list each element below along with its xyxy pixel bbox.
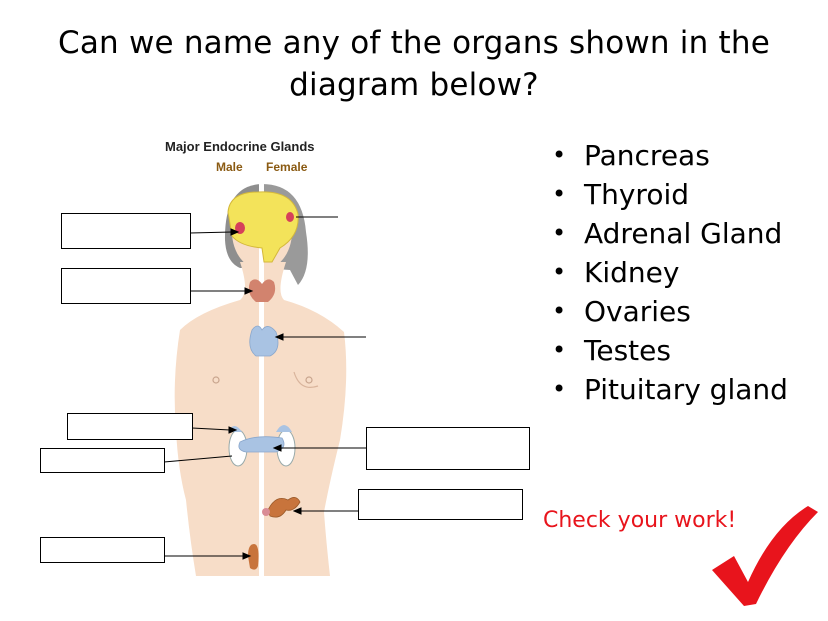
testes-shape <box>248 544 259 570</box>
thymus-shape <box>249 325 279 357</box>
organ-name: Kidney <box>584 256 680 289</box>
organ-name: Testes <box>584 334 671 367</box>
list-item: • Adrenal Gland <box>548 214 788 253</box>
midline-divider <box>259 182 264 582</box>
female-label: Female <box>266 160 308 174</box>
bullet-icon: • <box>552 219 567 247</box>
bullet-icon: • <box>552 180 567 208</box>
answer-box-6[interactable] <box>358 489 523 520</box>
answer-box-5[interactable] <box>366 427 530 470</box>
brain-shape <box>227 191 299 263</box>
answer-box-3[interactable] <box>67 413 193 440</box>
title-line-2: diagram below? <box>289 67 539 103</box>
list-item: • Pituitary gland <box>548 370 788 409</box>
bullet-icon: • <box>552 141 567 169</box>
list-item: • Testes <box>548 331 788 370</box>
bullet-icon: • <box>552 375 567 403</box>
organ-name: Pituitary gland <box>584 373 788 406</box>
checkmark-icon <box>712 506 818 606</box>
organ-name: Thyroid <box>584 178 689 211</box>
list-item: • Thyroid <box>548 175 788 214</box>
bullet-icon: • <box>552 297 567 325</box>
organ-name: Ovaries <box>584 295 691 328</box>
page-title: Can we name any of the organs shown in t… <box>0 22 828 106</box>
organ-name: Pancreas <box>584 139 710 172</box>
male-label: Male <box>216 160 243 174</box>
bullet-icon: • <box>552 336 567 364</box>
check-your-work-text: Check your work! <box>543 508 737 533</box>
answer-box-4[interactable] <box>40 448 165 473</box>
pineal-shape <box>286 212 294 222</box>
answer-box-2[interactable] <box>61 268 191 304</box>
pituitary-gland-shape <box>235 222 245 234</box>
bullet-icon: • <box>552 258 567 286</box>
list-item: • Ovaries <box>548 292 788 331</box>
answer-box-7[interactable] <box>40 537 165 563</box>
ovaries-shape <box>267 497 301 518</box>
leader-lines <box>163 216 366 560</box>
pancreas-shape <box>238 436 285 453</box>
answer-box-1[interactable] <box>61 213 191 249</box>
thyroid-shape <box>248 279 276 302</box>
right-adrenal-shape <box>276 425 292 432</box>
sex-labels: Male Female <box>216 160 327 174</box>
list-item: • Pancreas <box>548 136 788 175</box>
list-item: • Kidney <box>548 253 788 292</box>
organ-list: • Pancreas • Thyroid • Adrenal Gland • Kidne… <box>548 136 788 409</box>
title-line-1: Can we name any of the organs shown in t… <box>58 25 770 61</box>
organ-name: Adrenal Gland <box>584 217 783 250</box>
diagram-caption: Major Endocrine Glands <box>165 139 315 154</box>
